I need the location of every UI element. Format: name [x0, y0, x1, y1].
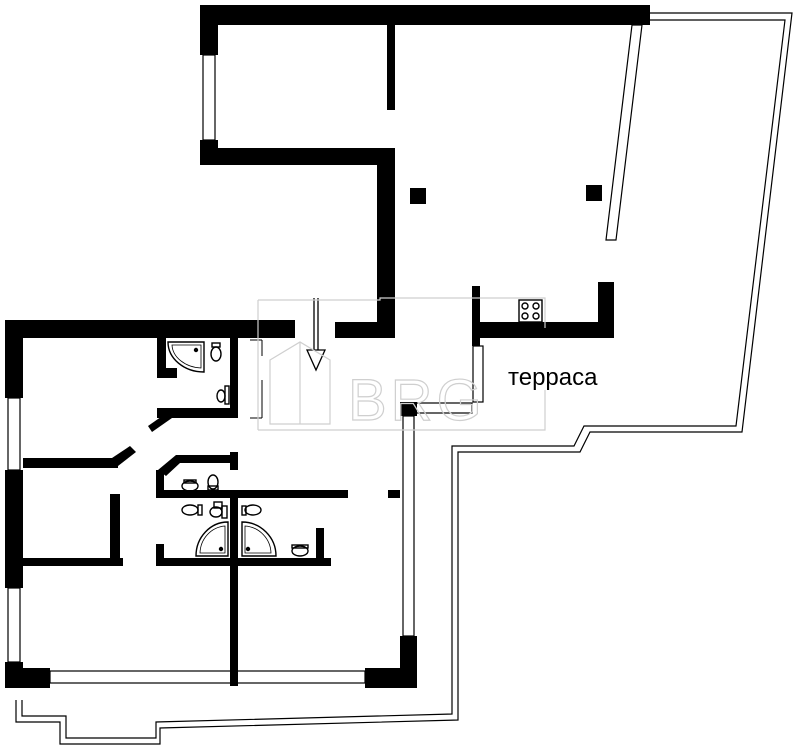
- watermark-text: BRG: [348, 368, 486, 433]
- interior-walls: [23, 338, 400, 686]
- sink-icon: [291, 544, 309, 557]
- sink-icon: [181, 504, 203, 516]
- entry-doorway: [250, 339, 263, 419]
- windows: [7, 24, 643, 684]
- columns: [410, 185, 602, 204]
- shower-icon: [195, 521, 229, 557]
- stove-icon: [518, 299, 543, 323]
- sink-icon: [209, 505, 228, 519]
- bathroom-fixtures-lower: [181, 474, 309, 557]
- exterior-walls: [5, 5, 650, 688]
- watermark: BRG: [257, 297, 546, 434]
- toilet-icon: [241, 504, 262, 516]
- arrow-down-icon: [305, 298, 327, 372]
- sink-icon: [213, 501, 223, 509]
- shower-icon: [241, 521, 277, 557]
- toilet-icon: [210, 342, 222, 362]
- sink-icon: [216, 385, 230, 405]
- bathroom-fixtures-upper: [167, 341, 230, 405]
- terrace-label: терраса: [508, 364, 598, 391]
- toilet-icon: [207, 474, 219, 491]
- shower-icon: [167, 341, 205, 373]
- sink-icon: [181, 479, 199, 492]
- terrace-outline: [15, 12, 793, 745]
